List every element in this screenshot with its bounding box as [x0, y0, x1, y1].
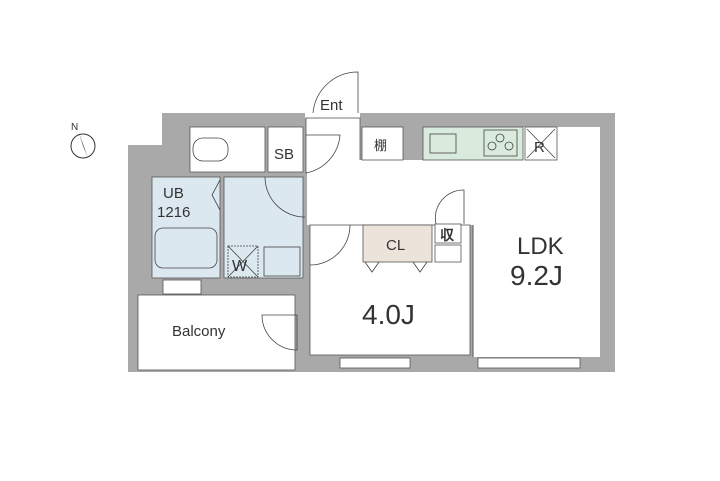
- ldk-label: LDK: [517, 233, 564, 260]
- unit-bath: [151, 176, 221, 279]
- toilet-room: [189, 126, 266, 173]
- balcony: [137, 294, 296, 371]
- unit-bath-size: 1216: [157, 204, 190, 221]
- compass-label: N: [71, 122, 78, 133]
- shoe-box-label: SB: [274, 146, 294, 163]
- ldk-room: [473, 127, 600, 357]
- balcony-label: Balcony: [172, 323, 226, 340]
- ldk-size: 9.2J: [510, 260, 563, 291]
- western-room-size: 4.0J: [362, 299, 415, 330]
- closet: [362, 224, 433, 263]
- storage-label: 収: [440, 227, 455, 243]
- closet-label: CL: [386, 237, 405, 254]
- storage: [434, 223, 462, 244]
- unit-bath-label: UB: [163, 185, 184, 202]
- stove-icon: [483, 129, 518, 157]
- shelf: [361, 126, 404, 161]
- shelf-label: 棚: [374, 138, 387, 153]
- washroom: [223, 176, 304, 279]
- bathtub-icon: [154, 227, 218, 269]
- compass-icon: N: [70, 122, 96, 159]
- kitchen-counter: [422, 126, 524, 161]
- entrance-label: Ent: [320, 97, 343, 114]
- sink-icon: [429, 133, 457, 154]
- wash-basin-icon: [263, 246, 301, 277]
- washer-label: W: [232, 258, 248, 275]
- window: [477, 357, 581, 369]
- toilet-icon: [192, 137, 229, 162]
- refrigerator-label: R: [534, 139, 545, 156]
- entrance-door[interactable]: [312, 71, 359, 114]
- shoe-box: [267, 126, 304, 173]
- window: [339, 357, 411, 369]
